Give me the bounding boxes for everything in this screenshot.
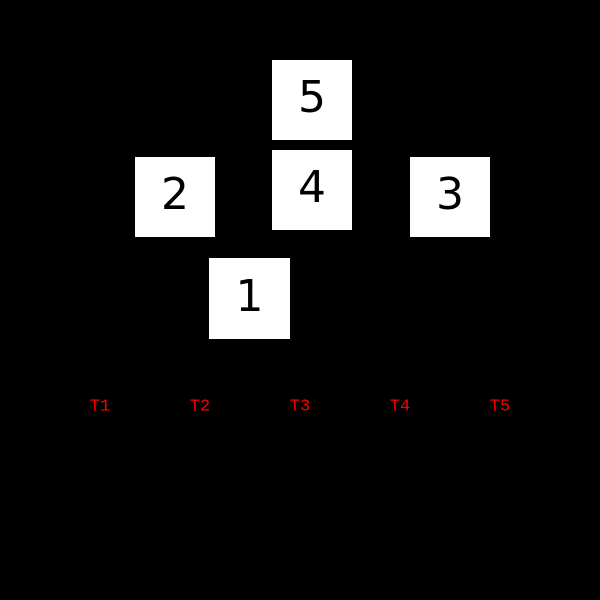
- tile-4-label: 4: [298, 162, 326, 213]
- tile-5-label: 5: [298, 72, 326, 123]
- tile-5[interactable]: 5: [272, 60, 352, 140]
- tile-1-label: 1: [235, 270, 264, 322]
- target-t1[interactable]: T1: [89, 397, 111, 417]
- target-t2[interactable]: T2: [189, 397, 211, 417]
- target-t4[interactable]: T4: [389, 397, 411, 417]
- target-t3[interactable]: T3: [289, 397, 311, 417]
- tile-2-label: 2: [161, 169, 189, 220]
- target-t5[interactable]: T5: [489, 397, 511, 417]
- tile-3-label: 3: [436, 169, 464, 220]
- tile-3[interactable]: 3: [410, 157, 490, 237]
- tile-1[interactable]: 1: [209, 258, 290, 339]
- tile-4[interactable]: 4: [272, 150, 352, 230]
- tile-2[interactable]: 2: [135, 157, 215, 237]
